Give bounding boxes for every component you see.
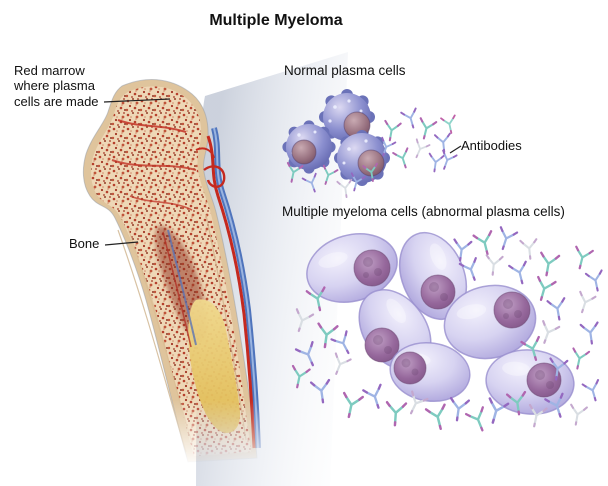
antibody-icon bbox=[424, 403, 452, 433]
antibody-icon bbox=[519, 238, 540, 261]
artery-loop bbox=[203, 165, 226, 188]
antibody-icon bbox=[362, 383, 389, 412]
red-marrow-label: Red marrow where plasma cells are made bbox=[14, 63, 99, 109]
cell-nucleus bbox=[393, 351, 427, 385]
nutrient-artery bbox=[162, 231, 192, 348]
antibody-icon bbox=[338, 391, 365, 421]
antibody-icon bbox=[536, 251, 561, 278]
antibodies-label: Antibodies bbox=[461, 138, 522, 153]
antibody-icon bbox=[546, 297, 569, 322]
antibody-icon bbox=[415, 117, 438, 142]
myeloma-cell bbox=[306, 233, 398, 303]
antibody-icon bbox=[493, 226, 519, 253]
leader-line bbox=[449, 145, 462, 154]
cell-nucleus bbox=[357, 149, 385, 177]
antibody-icon bbox=[483, 254, 504, 277]
bone-striation bbox=[205, 214, 247, 441]
bone-label: Bone bbox=[69, 236, 100, 251]
antibody-icon bbox=[566, 403, 588, 428]
leader-line bbox=[103, 98, 171, 103]
artery-branch bbox=[195, 147, 215, 159]
cell-nucleus bbox=[291, 139, 317, 165]
antibody-icon bbox=[426, 152, 445, 174]
nutrient-vein bbox=[167, 229, 197, 346]
antibody-icon bbox=[400, 107, 422, 131]
antibody-icon bbox=[392, 147, 414, 171]
antibody-icon bbox=[381, 119, 402, 143]
antibody-icon bbox=[464, 406, 492, 435]
normal-plasma-cell bbox=[282, 120, 336, 174]
antibody-icon bbox=[436, 149, 458, 173]
antibody-icon bbox=[440, 114, 460, 136]
bone-striation bbox=[127, 227, 195, 451]
antibody-icon bbox=[570, 245, 594, 272]
cell-nucleus bbox=[364, 327, 400, 363]
antibody-icon bbox=[409, 138, 431, 161]
leader-lines bbox=[103, 98, 462, 246]
cell-nucleus bbox=[526, 362, 562, 398]
diagram-title: Multiple Myeloma bbox=[209, 12, 343, 29]
cell-nucleus bbox=[353, 249, 391, 287]
antibody-icon bbox=[573, 290, 597, 316]
normal-plasma-cell bbox=[334, 130, 390, 186]
marrow-artery bbox=[129, 195, 193, 211]
myeloma-cells-group bbox=[306, 231, 575, 415]
myeloma-cell bbox=[389, 341, 471, 403]
leader-line bbox=[104, 241, 139, 246]
cell-nucleus bbox=[493, 291, 531, 329]
antibody-icon bbox=[581, 378, 605, 404]
normal-plasma-cells-heading: Normal plasma cells bbox=[284, 63, 406, 78]
bone-illustration bbox=[82, 79, 258, 463]
myeloma-cell bbox=[398, 231, 468, 321]
cell-nucleus bbox=[420, 274, 456, 310]
antibody-icon bbox=[531, 275, 557, 304]
normal-plasma-cells-group bbox=[282, 89, 390, 186]
antibody-icon bbox=[384, 400, 408, 428]
antibody-icon bbox=[568, 347, 591, 372]
marrow-artery bbox=[111, 159, 197, 171]
marrow-artery bbox=[117, 119, 187, 133]
myeloma-cell bbox=[443, 284, 537, 360]
myeloma-cells-heading: Multiple myeloma cells (abnormal plasma … bbox=[282, 204, 565, 219]
bone-striation bbox=[117, 229, 187, 453]
antibody-icon bbox=[472, 230, 498, 258]
artery bbox=[206, 135, 256, 449]
antibody-icon bbox=[535, 319, 561, 347]
antibody-icon bbox=[579, 321, 602, 346]
antibody-icon bbox=[584, 269, 607, 294]
antibody-icon bbox=[446, 396, 471, 423]
blood-vessels bbox=[195, 127, 261, 449]
antibody-icon bbox=[508, 260, 532, 287]
yellow-marrow-region bbox=[188, 299, 241, 434]
